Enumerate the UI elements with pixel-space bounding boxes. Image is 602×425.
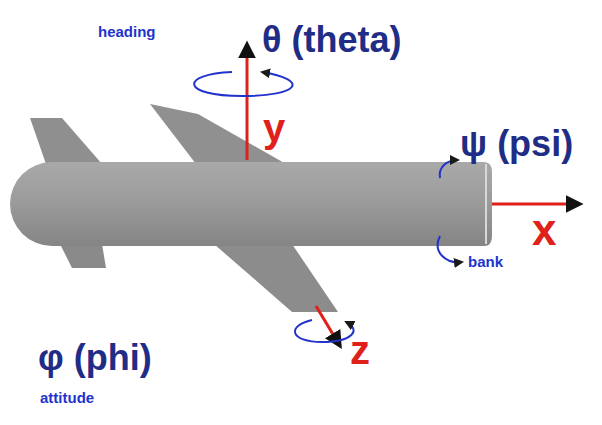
rotation-name: bank: [468, 254, 503, 269]
fuselage: [10, 162, 492, 246]
bank-rotation-arc: [438, 236, 462, 262]
attitude-rotation-arc: [295, 320, 354, 342]
wing: [150, 104, 286, 164]
axis-letter: z: [350, 330, 370, 370]
y-axis-arrow: [246, 44, 249, 160]
x-axis-arrow: [492, 203, 580, 206]
rotation-name: heading: [98, 24, 156, 39]
tail-fin: [30, 118, 102, 164]
heading-rotation-arc: [194, 72, 292, 96]
angle-label: θ (theta): [262, 22, 401, 58]
bank-rotation-arc: [440, 160, 458, 178]
tail-fin: [60, 244, 106, 268]
nose-line: [485, 164, 487, 244]
angle-label: ψ (psi): [460, 126, 573, 162]
axis-letter: y: [263, 108, 285, 148]
wing: [214, 244, 338, 312]
axis-letter: x: [532, 208, 556, 252]
rotation-name: attitude: [40, 390, 94, 405]
angle-label: φ (phi): [38, 340, 152, 376]
